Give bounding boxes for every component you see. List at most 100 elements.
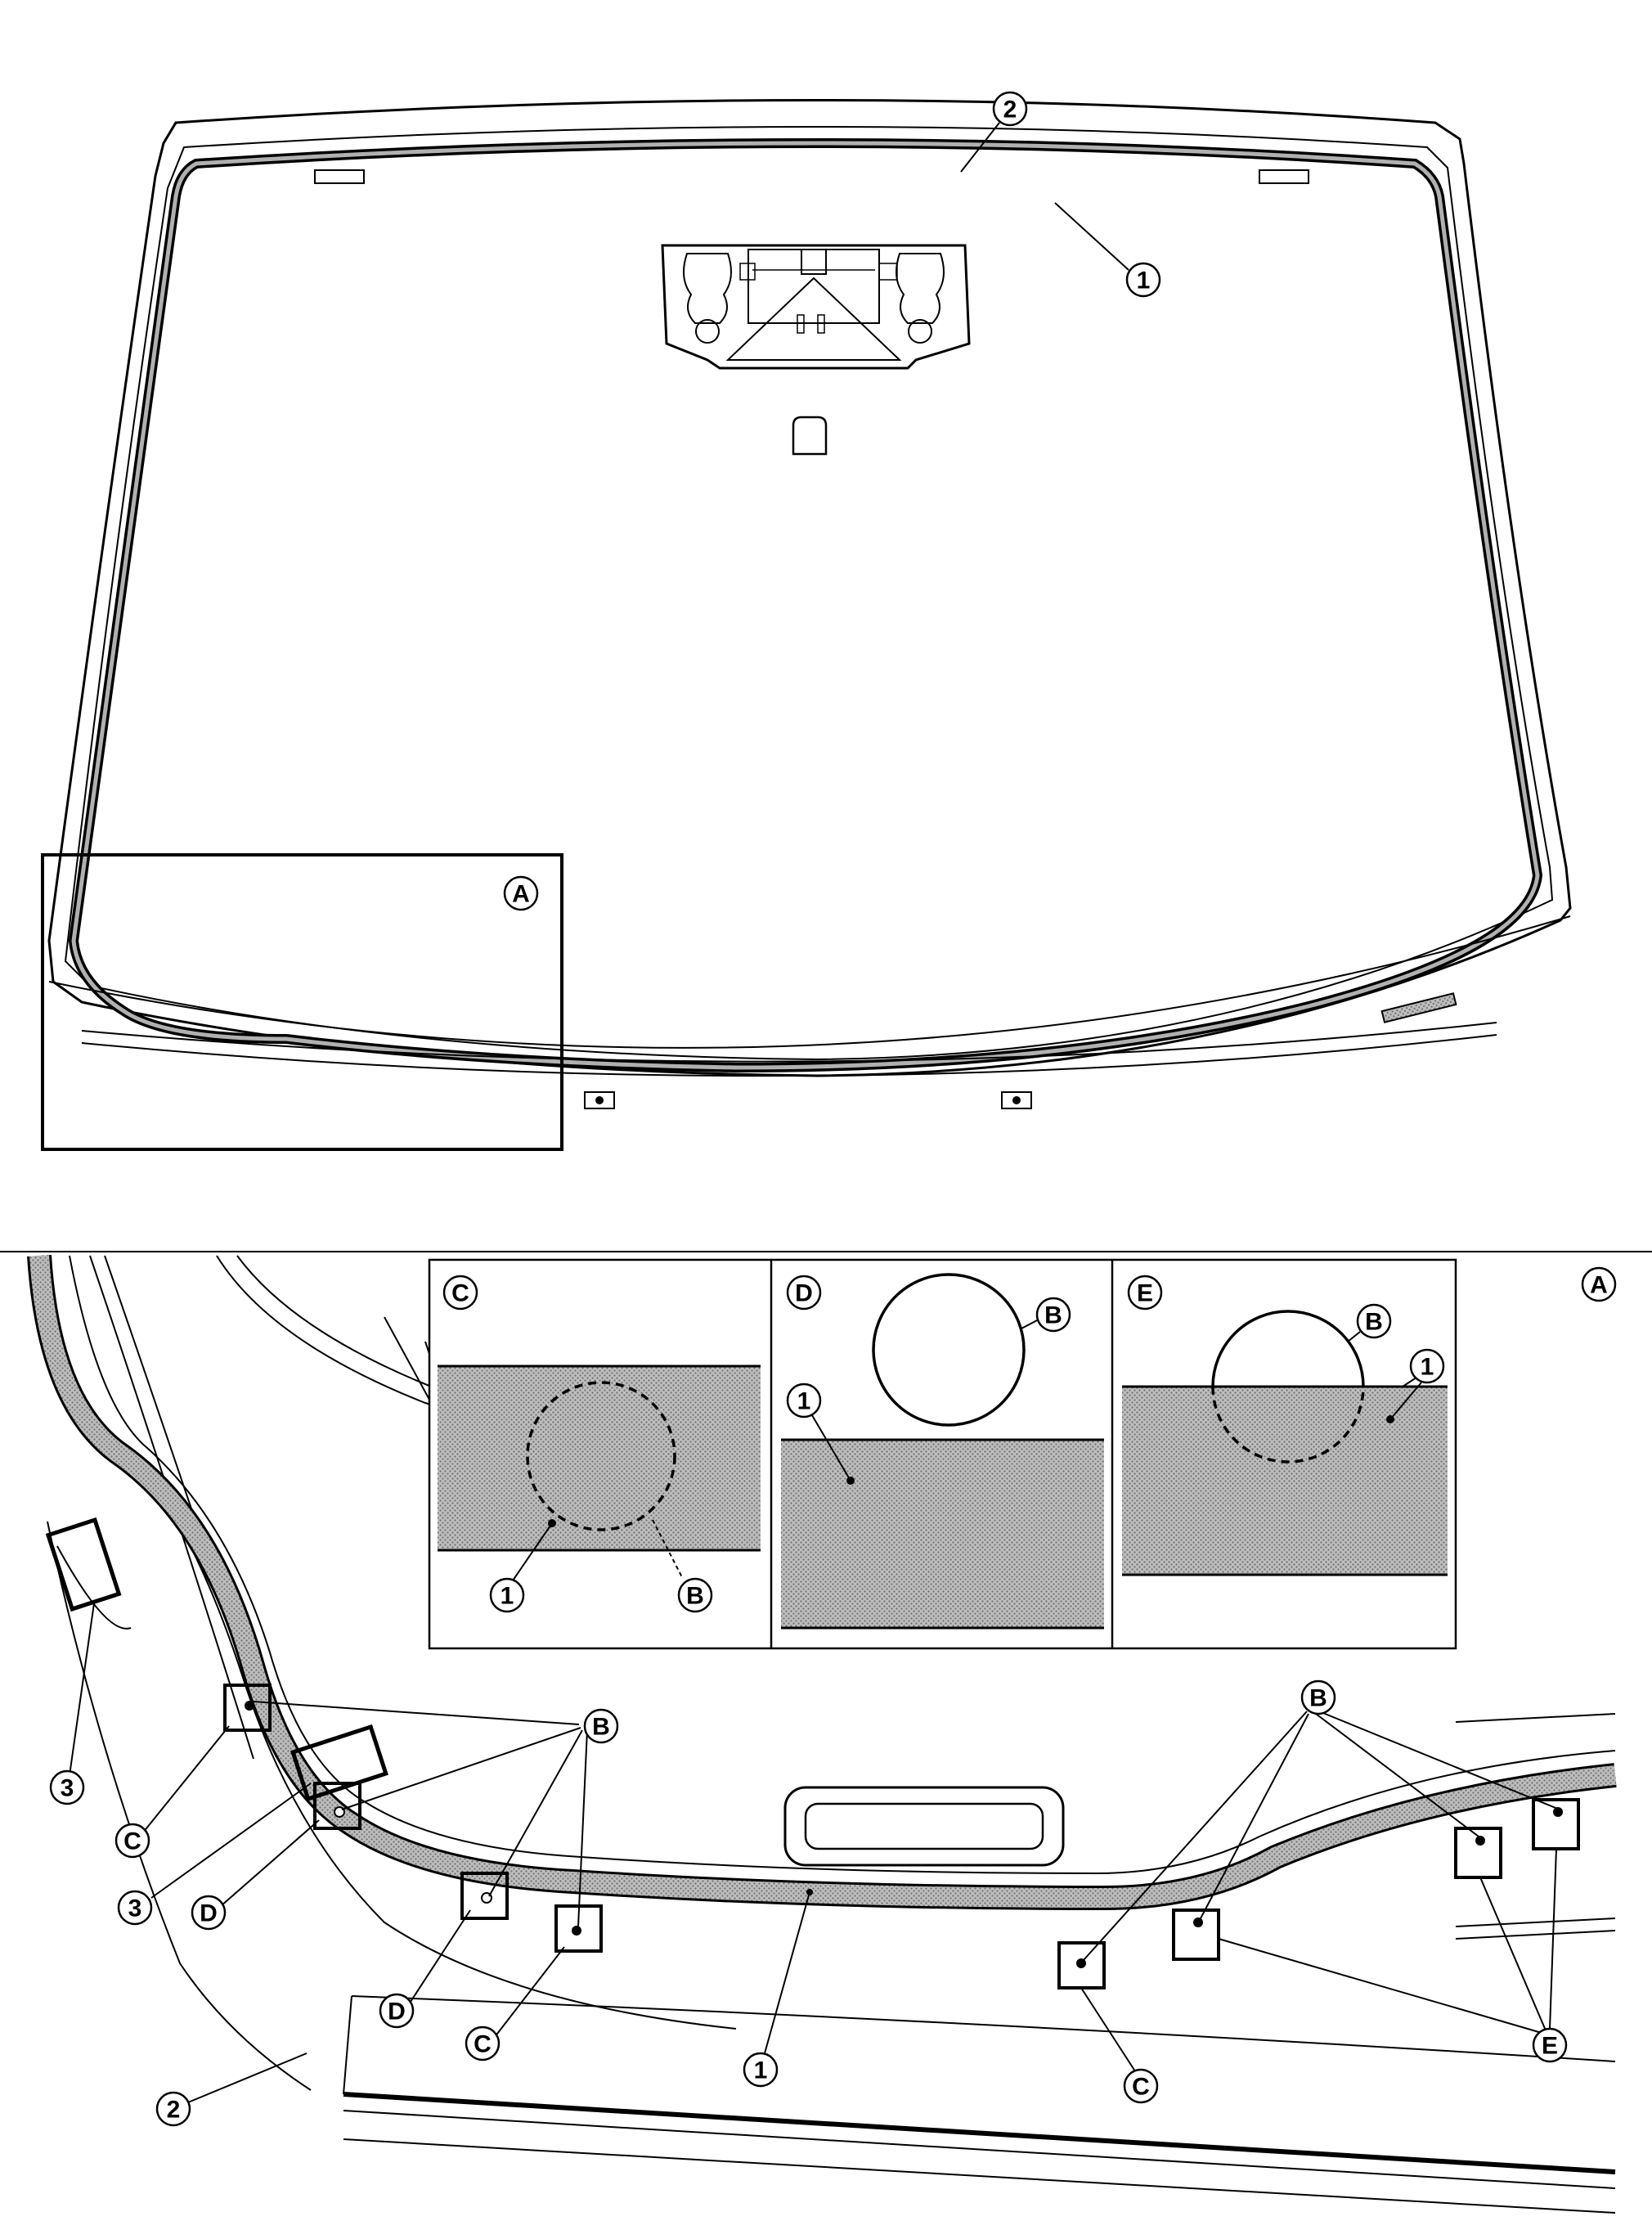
callout-2-bottom: 2 [155, 2091, 191, 2127]
svg-text:C: C [123, 1828, 141, 1855]
svg-text:1: 1 [754, 2057, 768, 2084]
leader-2-bottom [187, 2052, 308, 2103]
leader-e-2 [1479, 1877, 1547, 2031]
spacer-pad-lower [290, 1724, 388, 1802]
leader-e-1 [1218, 1938, 1542, 2034]
svg-text:2: 2 [167, 2097, 181, 2124]
adhesive-bead-fill [71, 141, 1540, 1070]
windshield-inner-outline [64, 126, 1554, 1061]
rain-sensor [792, 416, 828, 456]
windshield-overview: 2 1 A [41, 91, 1572, 1151]
leader-b-left-4 [577, 1729, 588, 1927]
marker-d-2 [460, 1872, 509, 1920]
callout-b-left: B [583, 1708, 619, 1744]
detail-box-a [41, 853, 563, 1151]
svg-text:1: 1 [501, 1583, 514, 1610]
callout-b-right: B [1300, 1679, 1336, 1715]
callout-1-top: 1 [1125, 262, 1161, 298]
right-body-line-3 [1455, 1713, 1616, 1723]
svg-text:D: D [200, 1900, 218, 1927]
leader-c-middle [494, 1946, 565, 2038]
leader-b-left-1 [253, 1701, 580, 1725]
body-notch [56, 1545, 132, 1630]
cowl-lower-line-3 [343, 2138, 1616, 2214]
callout-d-middle: D [379, 1993, 415, 2029]
leader-e-3 [1549, 1848, 1557, 2030]
svg-text:B: B [1365, 1309, 1383, 1336]
marker-e-3 [1532, 1798, 1580, 1850]
body-lower-curve [47, 1521, 312, 2091]
upper-clip-left [314, 169, 365, 184]
leader-3-lower [150, 1783, 312, 1899]
body-inner-curve-1 [216, 1255, 573, 1449]
leader-c-left [142, 1725, 230, 1833]
cowl-end [343, 1995, 352, 2095]
body-flange-2 [384, 1316, 434, 1408]
svg-text:B: B [686, 1583, 704, 1610]
leader-2-top [960, 122, 1000, 173]
callout-e-right: E [1532, 2027, 1568, 2063]
leader-d-left [220, 1819, 320, 1907]
leader-1-top [1054, 202, 1129, 271]
marker-c-1 [223, 1684, 272, 1732]
panel-e-sealant [1122, 1387, 1448, 1575]
adhesive-bead-outline [68, 138, 1543, 1073]
leader-b-left-3 [488, 1729, 583, 1897]
callout-d-left: D [191, 1895, 227, 1931]
detail-view-a: B B 3 C D 3 D C [27, 1255, 1617, 2214]
svg-text:3: 3 [128, 1895, 142, 1922]
slot-inner [804, 1802, 1044, 1850]
leader-b-right-4 [1314, 1709, 1560, 1810]
svg-text:1: 1 [1137, 268, 1151, 294]
upper-clip-right [1259, 169, 1309, 184]
cowl-top-line [351, 1995, 1616, 2062]
svg-text:C: C [474, 2031, 492, 2058]
body-inner-curve-2 [236, 1255, 573, 1436]
callout-3-lower: 3 [117, 1890, 153, 1926]
inset-panel-e: E B 1 [1122, 1275, 1448, 1576]
svg-text:C: C [1132, 2074, 1150, 2101]
marker-d-1 [313, 1782, 361, 1830]
inset-panel-c: C 1 B [438, 1275, 761, 1613]
slot-outer [783, 1786, 1065, 1867]
panel-d-sealant [781, 1440, 1104, 1628]
svg-text:1: 1 [1421, 1354, 1434, 1381]
callout-3-upper: 3 [49, 1769, 85, 1805]
lower-clip-right [1001, 1091, 1032, 1109]
lower-clip-left [584, 1091, 615, 1109]
adhesive-bead-detail-fill [29, 1255, 1617, 1909]
svg-text:E: E [1542, 2033, 1558, 2060]
panel-c-sealant [438, 1366, 761, 1550]
marker-c-3 [1057, 1941, 1106, 1989]
leader-b-right-1 [1083, 1711, 1308, 1961]
callout-1-bottom: 1 [743, 2052, 779, 2088]
svg-text:3: 3 [61, 1775, 74, 1802]
marker-e-2 [1454, 1827, 1502, 1879]
lower-clip-left-dot [595, 1096, 604, 1104]
spacer-pad-upper [45, 1517, 122, 1612]
leader-1-bottom [764, 1891, 810, 2054]
right-body-line-1 [1455, 1918, 1616, 1927]
cowl-line-1 [81, 1022, 1497, 1063]
svg-text:B: B [1309, 1685, 1327, 1712]
mirror-bracket-assembly [661, 244, 971, 370]
inset-panel-d: D B 1 [781, 1273, 1104, 1630]
leader-c-right [1080, 1987, 1138, 2075]
callout-c-left: C [114, 1823, 150, 1859]
leader-b-right-3 [1312, 1711, 1483, 1840]
leader-d-middle [408, 1909, 471, 2005]
svg-text:E: E [1137, 1280, 1153, 1307]
svg-text:D: D [795, 1280, 813, 1307]
svg-text:A: A [512, 881, 530, 908]
callout-c-right: C [1123, 2068, 1159, 2104]
svg-text:A: A [1590, 1272, 1608, 1299]
leader-3-upper [69, 1603, 95, 1776]
cowl-line-2 [81, 1034, 1497, 1077]
svg-text:B: B [1044, 1302, 1062, 1329]
lower-clip-right-dot [1012, 1096, 1021, 1104]
cowl-lower-line [343, 2092, 1616, 2174]
leader-1-bottom-dot [806, 1889, 813, 1895]
svg-text:C: C [451, 1280, 469, 1307]
